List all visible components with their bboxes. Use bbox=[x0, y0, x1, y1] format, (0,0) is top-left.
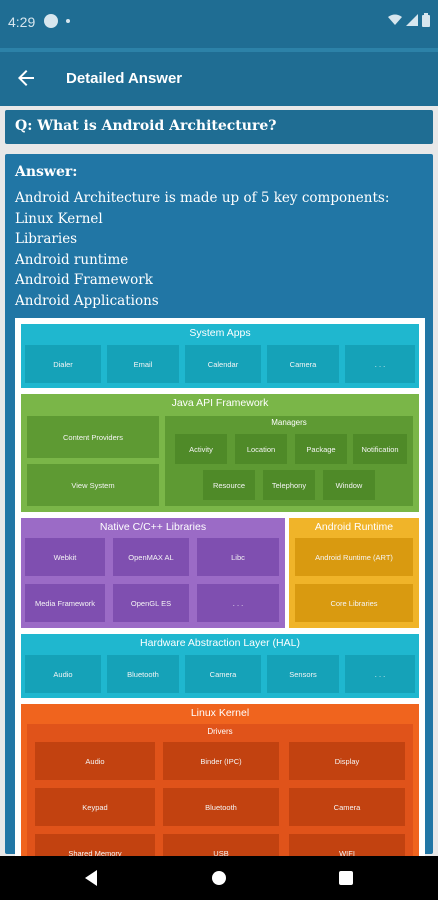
java-api-layer: Java API Framework Content Providers Vie… bbox=[21, 394, 419, 512]
driver-cell: Camera bbox=[289, 788, 405, 826]
driver-cell: Display bbox=[289, 742, 405, 780]
answer-card: Answer: Android Architecture is made up … bbox=[5, 154, 433, 858]
driver-cell: Audio bbox=[35, 742, 155, 780]
manager-cell: Location bbox=[235, 434, 287, 464]
answer-line: Android Framework bbox=[15, 272, 153, 288]
system-apps-title: System Apps bbox=[189, 327, 251, 339]
driver-cell: Keypad bbox=[35, 788, 155, 826]
page-title: Detailed Answer bbox=[66, 70, 183, 87]
hal-title: Hardware Abstraction Layer (HAL) bbox=[140, 637, 300, 649]
runtime-cell: Android Runtime (ART) bbox=[295, 538, 413, 576]
driver-cell: Shared Memory bbox=[35, 834, 155, 858]
native-library-cell: . . . bbox=[197, 584, 279, 622]
linux-kernel-title: Linux Kernel bbox=[190, 707, 250, 719]
manager-cell: Window bbox=[323, 470, 375, 500]
linux-kernel-layer: Linux Kernel Drivers Audio Binder (IPC) … bbox=[21, 704, 419, 858]
system-nav-bar bbox=[0, 856, 438, 900]
question-card: Q: What is Android Architecture? bbox=[5, 110, 433, 144]
answer-line: Android Applications bbox=[15, 292, 159, 309]
drivers-group: Drivers Audio Binder (IPC) Display Keypa… bbox=[27, 724, 413, 858]
native-library-cell: Webkit bbox=[25, 538, 105, 576]
status-bar: 4:29 bbox=[0, 0, 438, 48]
hal-layer: Hardware Abstraction Layer (HAL) Audio B… bbox=[21, 634, 419, 698]
manager-cell: Notification bbox=[353, 434, 407, 464]
android-runtime-layer: Android Runtime Android Runtime (ART) Co… bbox=[289, 518, 419, 628]
answer-line: Android Architecture is made up of 5 key… bbox=[15, 190, 390, 206]
hal-cell: . . . bbox=[345, 655, 415, 693]
hal-cell: Camera bbox=[185, 655, 261, 693]
answer-label: Answer: bbox=[15, 164, 78, 180]
status-icons bbox=[388, 13, 430, 27]
native-library-cell: OpenGL ES bbox=[113, 584, 189, 622]
system-app-cell: Email bbox=[107, 345, 179, 383]
native-libraries-title: Native C/C++ Libraries bbox=[99, 521, 207, 533]
battery-icon bbox=[422, 13, 430, 27]
native-library-cell: OpenMAX AL bbox=[113, 538, 189, 576]
view-system-cell: View System bbox=[27, 464, 159, 506]
system-app-cell: . . . bbox=[345, 345, 415, 383]
hal-cell: Sensors bbox=[267, 655, 339, 693]
nav-back-icon[interactable] bbox=[82, 868, 102, 888]
system-app-cell: Calendar bbox=[185, 345, 261, 383]
answer-line: Libraries bbox=[15, 231, 78, 247]
content-providers-cell: Content Providers bbox=[27, 416, 159, 458]
back-arrow-icon[interactable] bbox=[14, 66, 38, 90]
driver-cell: Bluetooth bbox=[163, 788, 279, 826]
manager-cell: Resource bbox=[203, 470, 255, 500]
native-library-cell: Media Framework bbox=[25, 584, 105, 622]
android-runtime-title: Android Runtime bbox=[314, 521, 394, 533]
nav-home-icon[interactable] bbox=[209, 868, 229, 888]
java-api-title: Java API Framework bbox=[171, 397, 269, 409]
manager-cell: Telephony bbox=[263, 470, 315, 500]
wifi-icon bbox=[388, 14, 402, 25]
system-app-cell: Camera bbox=[267, 345, 339, 383]
signal-icon bbox=[406, 14, 418, 26]
nav-recents-icon[interactable] bbox=[336, 868, 356, 888]
status-time: 4:29 bbox=[8, 14, 36, 30]
answer-lines: Android Architecture is made up of 5 key… bbox=[15, 188, 389, 311]
hal-cell: Audio bbox=[25, 655, 101, 693]
answer-line: Linux Kernel bbox=[15, 210, 103, 227]
app-bar: Detailed Answer bbox=[0, 48, 438, 106]
managers-title: Managers bbox=[271, 418, 307, 427]
system-app-cell: Dialer bbox=[25, 345, 101, 383]
answer-line: Android runtime bbox=[15, 251, 129, 268]
manager-cell: Package bbox=[295, 434, 347, 464]
drivers-title: Drivers bbox=[207, 727, 233, 736]
architecture-diagram: System Apps Dialer Email Calendar Camera… bbox=[15, 318, 425, 858]
driver-cell: WIFI bbox=[289, 834, 405, 858]
google-icon bbox=[44, 14, 58, 28]
driver-cell: Binder (IPC) bbox=[163, 742, 279, 780]
native-libraries-layer: Native C/C++ Libraries Webkit OpenMAX AL… bbox=[21, 518, 285, 628]
runtime-cell: Core Libraries bbox=[295, 584, 413, 622]
notification-dot-icon bbox=[66, 19, 70, 23]
hal-cell: Bluetooth bbox=[107, 655, 179, 693]
native-library-cell: Libc bbox=[197, 538, 279, 576]
manager-cell: Activity bbox=[175, 434, 227, 464]
driver-cell: USB bbox=[163, 834, 279, 858]
managers-group: Managers Activity Location Package Notif… bbox=[165, 416, 413, 506]
question-text: Q: What is Android Architecture? bbox=[15, 118, 277, 134]
system-apps-layer: System Apps Dialer Email Calendar Camera… bbox=[21, 324, 419, 388]
